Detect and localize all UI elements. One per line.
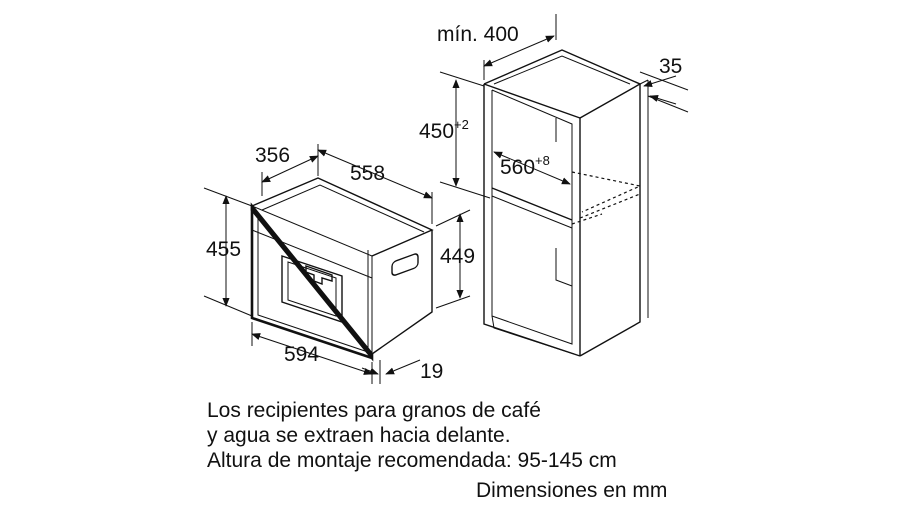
- dim-455-label: 455: [206, 238, 241, 261]
- dim-560-base: 560: [500, 156, 535, 179]
- units-note: Dimensiones en mm: [476, 479, 668, 502]
- installation-notes: Los recipientes para granos de café y ag…: [207, 398, 617, 473]
- dim-35-label: 35: [659, 55, 682, 78]
- dim-560-label: 560+8: [500, 153, 550, 179]
- appliance-dimensions: 356 558 455 449 594 19: [203, 144, 475, 384]
- dim-594-label: 594: [284, 343, 319, 366]
- niche-dashed-outline: [571, 171, 642, 219]
- coffee-spout: [305, 265, 333, 286]
- coffee-dispenser-niche: [281, 255, 343, 323]
- cabinet-right-side: [579, 84, 641, 357]
- cabinet-drawing: [483, 49, 649, 357]
- appliance-right-side: [371, 230, 433, 355]
- dim-449-label: 449: [440, 245, 475, 268]
- note-line-3: Altura de montaje recomendada: 95-145 cm: [207, 449, 617, 472]
- note-line-1: Los recipientes para granos de café: [207, 399, 541, 422]
- dim-450-label: 450+2: [419, 117, 469, 143]
- cabinet-shelf-upper: [491, 187, 573, 221]
- dim-min-400-label: mín. 400: [437, 23, 519, 46]
- dim-558-label: 558: [350, 162, 385, 185]
- appliance-side-handle: [391, 253, 419, 276]
- dim-450-base: 450: [419, 120, 454, 143]
- dim-450-tolerance: +2: [454, 117, 469, 132]
- appliance-top: [251, 177, 434, 257]
- cabinet-top: [483, 49, 642, 119]
- dim-19-label: 19: [420, 360, 443, 383]
- note-line-2: y agua se extraen hacia delante.: [207, 424, 511, 447]
- cabinet-front-outline: [483, 84, 581, 357]
- coffee-machine-drawing: [250, 177, 434, 362]
- dim-356-label: 356: [255, 144, 290, 167]
- dim-560-tolerance: +8: [535, 153, 550, 168]
- cabinet-dimensions: mín. 400 35 450+2 560+8: [419, 14, 689, 199]
